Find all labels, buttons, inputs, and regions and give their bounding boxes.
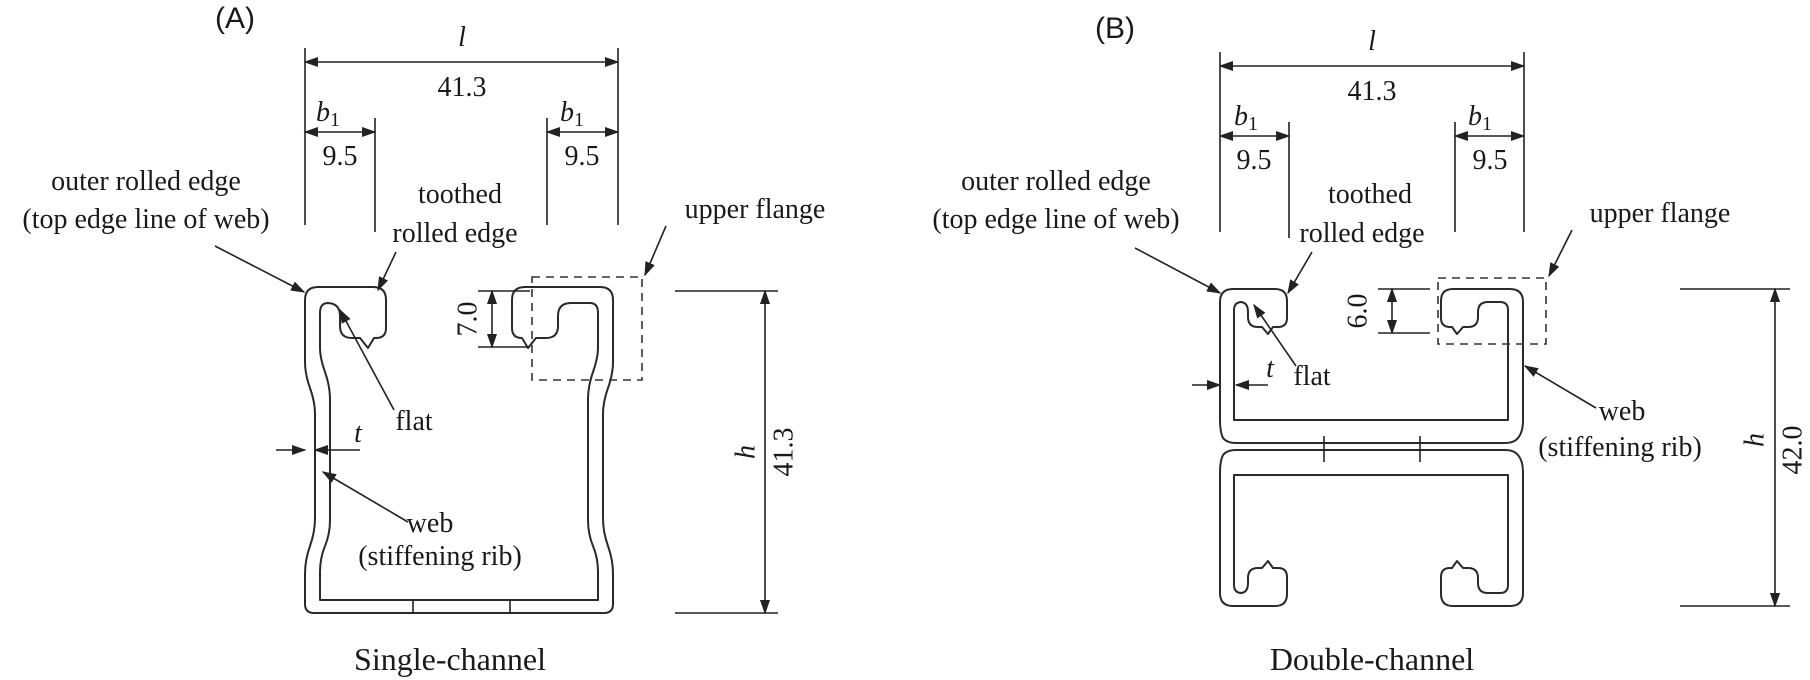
callout-outer-rolled-edge-b: outer rolled edge (top edge line of web)	[932, 166, 1222, 294]
label-upper-flange: upper flange	[1590, 198, 1731, 229]
panel-b: (B) l 41.3 b1 9.5 b1 9.5	[932, 12, 1808, 677]
label-toothed-line2: rolled edge	[1299, 218, 1424, 249]
upper-flange-box-a	[531, 276, 643, 381]
dim-h-symbol: h	[730, 445, 761, 459]
callout-flat-a: flat	[339, 308, 433, 437]
dim-t-symbol: t	[354, 418, 363, 449]
dim-h-value: 41.3	[768, 428, 799, 477]
dim-b1-right-value: 9.5	[565, 141, 600, 172]
label-web-line1: web	[1599, 396, 1646, 427]
dim-l-value: 41.3	[1348, 76, 1397, 107]
caption-double-channel: Double-channel	[1270, 641, 1474, 677]
caption-single-channel: Single-channel	[354, 641, 546, 677]
callout-upper-flange-a: upper flange	[644, 194, 826, 277]
callout-web-b: web (stiffening rib)	[1523, 365, 1702, 463]
dim-l-symbol: l	[1368, 26, 1376, 57]
dim-b1-symbol: b1	[316, 97, 340, 131]
label-toothed-line1: toothed	[1328, 179, 1412, 210]
label-toothed-line2: rolled edge	[392, 218, 517, 249]
label-flat: flat	[1293, 361, 1331, 392]
dimension-b1-left-b: b1 9.5	[1218, 101, 1291, 238]
dimension-opening-b: 6.0	[1342, 287, 1430, 335]
callout-toothed-rolled-edge-a: toothed rolled edge	[377, 179, 518, 292]
callout-toothed-rolled-edge-b: toothed rolled edge	[1287, 179, 1425, 295]
dimension-opening-a: 7.0	[452, 289, 530, 349]
double-channel-profile	[1219, 288, 1524, 607]
upper-flange-box-b	[1437, 277, 1547, 345]
callout-upper-flange-b: upper flange	[1548, 198, 1731, 278]
dim-b1-right-value: 9.5	[1473, 145, 1508, 176]
dim-b1-symbol: b1	[1234, 101, 1258, 135]
dimension-l-b: l 41.3	[1218, 26, 1526, 232]
dimension-t-b: t	[1192, 353, 1275, 391]
label-flat: flat	[395, 406, 433, 437]
dimension-h-b: h 42.0	[1680, 287, 1808, 608]
dim-l-symbol: l	[458, 22, 466, 53]
dimension-l-a: l 41.3	[303, 22, 620, 225]
label-web-line2: (stiffening rib)	[1538, 432, 1702, 463]
callout-outer-rolled-edge-a: outer rolled edge (top edge line of web)	[22, 166, 306, 293]
callout-flat-b: flat	[1253, 303, 1331, 392]
dimension-b1-right-b: b1 9.5	[1453, 101, 1526, 232]
dim-h-symbol: h	[1739, 433, 1770, 447]
dim-l-value: 41.3	[438, 72, 487, 103]
single-channel-profile	[304, 286, 614, 614]
label-outer-rolled-edge-line1: outer rolled edge	[51, 166, 241, 197]
callout-web-a: web (stiffening rib)	[321, 471, 522, 572]
panel-b-label: (B)	[1095, 12, 1135, 45]
label-upper-flange: upper flange	[685, 194, 826, 225]
dim-b1-left-value: 9.5	[1237, 145, 1272, 176]
label-toothed-line1: toothed	[418, 179, 502, 210]
dim-h-value: 42.0	[1777, 426, 1808, 475]
label-web-line2: (stiffening rib)	[358, 541, 522, 572]
dimension-b1-left-a: b1 9.5	[303, 97, 377, 232]
dim-t-symbol: t	[1266, 353, 1275, 384]
label-outer-rolled-edge-line2: (top edge line of web)	[932, 204, 1179, 235]
dimension-t-a: t	[276, 418, 363, 456]
label-web-line1: web	[407, 508, 454, 539]
panel-a: (A) l 41.3 b1 9.5 b1 9.5	[22, 2, 825, 677]
dim-opening-value: 6.0	[1342, 294, 1373, 329]
label-outer-rolled-edge-line1: outer rolled edge	[961, 166, 1151, 197]
dim-b1-symbol: b1	[1468, 101, 1492, 135]
dimension-h-a: h 41.3	[675, 289, 799, 615]
label-outer-rolled-edge-line2: (top edge line of web)	[22, 204, 269, 235]
dim-b1-symbol: b1	[560, 97, 584, 131]
panel-a-label: (A)	[215, 2, 255, 35]
dimension-b1-right-a: b1 9.5	[545, 97, 620, 225]
dim-b1-left-value: 9.5	[323, 141, 358, 172]
dim-opening-value: 7.0	[452, 302, 483, 337]
